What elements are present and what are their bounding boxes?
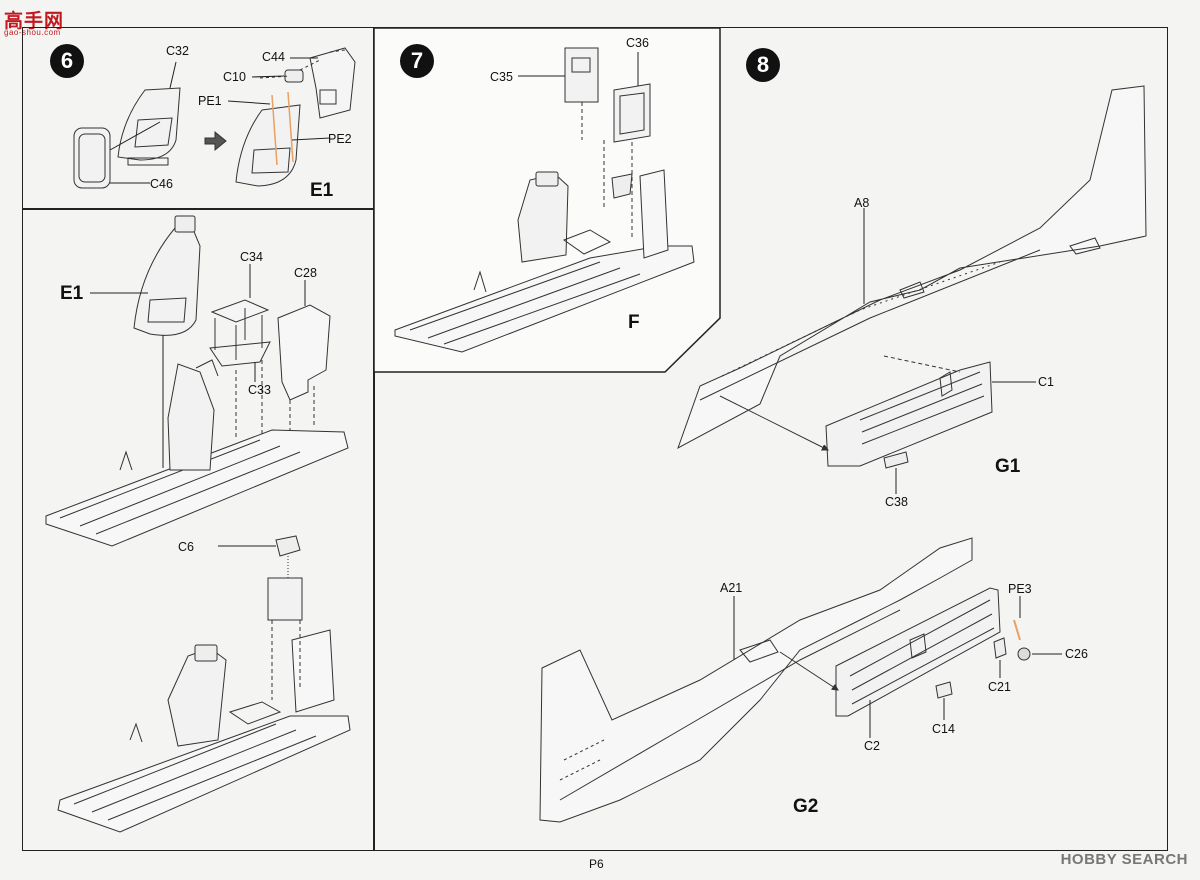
cockpit-floor-step7-art [394, 169, 695, 353]
label-pe1: PE1 [198, 94, 222, 108]
page-number: P6 [589, 857, 604, 871]
subassembly-g2: G2 [793, 796, 819, 817]
label-c34: C34 [240, 250, 263, 264]
cockpit-sidewall-c2-art [835, 587, 1001, 717]
label-pe2: PE2 [328, 132, 352, 146]
label-a8: A8 [854, 196, 870, 210]
seat-e1-art [133, 215, 201, 336]
part-c38-art [883, 451, 909, 469]
part-c21-art [993, 637, 1007, 659]
subassembly-f: F [628, 312, 640, 333]
fuselage-half-a21-art [539, 537, 973, 823]
fuselage-half-a8-art [677, 85, 1147, 450]
step-7-badge: 7 [400, 44, 434, 78]
label-c26: C26 [1065, 647, 1088, 661]
part-c26-art [1017, 647, 1031, 661]
label-c10: C10 [223, 70, 246, 84]
label-c14: C14 [932, 722, 955, 736]
label-c6: C6 [178, 540, 194, 554]
panel-step-8 [373, 27, 1168, 851]
ref-e1: E1 [60, 283, 84, 304]
panel-cockpit-assembly [22, 208, 375, 851]
label-c1: C1 [1038, 375, 1054, 389]
step-8-badge: 8 [746, 48, 780, 82]
seat-cockpit-2-art [57, 629, 351, 833]
label-c36: C36 [626, 36, 649, 50]
label-c35: C35 [490, 70, 513, 84]
part-c35-art [564, 47, 599, 103]
site-logo: 高手网 [4, 11, 65, 32]
label-c2: C2 [864, 739, 880, 753]
label-pe3: PE3 [1008, 582, 1032, 596]
label-c32: C32 [166, 44, 189, 58]
subassembly-e1: E1 [310, 180, 334, 201]
panel-c28-art [277, 304, 331, 401]
label-a21: A21 [720, 581, 743, 595]
label-c44: C44 [262, 50, 285, 64]
cockpit-sidewall-c1-art [825, 361, 993, 467]
frame-c34-art [209, 299, 271, 367]
seat-c32-art [117, 87, 181, 166]
site-url: gao-shou.com [4, 28, 61, 37]
stick-c6-art [267, 535, 303, 700]
label-c38: C38 [885, 495, 908, 509]
subassembly-g1: G1 [995, 456, 1021, 477]
step-6-arrow [204, 130, 227, 152]
label-c21: C21 [988, 680, 1011, 694]
part-c36-art [613, 83, 651, 143]
step-6-badge: 6 [50, 44, 84, 78]
label-c28: C28 [294, 266, 317, 280]
cockpit-floor-1-art [45, 359, 349, 547]
label-c33: C33 [248, 383, 271, 397]
cushion-c46-art [73, 127, 111, 189]
label-c46: C46 [150, 177, 173, 191]
hobby-search-logo: HOBBY SEARCH [1060, 851, 1188, 868]
part-c14-art [935, 681, 953, 699]
part-pe3-art [1013, 619, 1021, 641]
seat-assembled-art [235, 47, 356, 187]
